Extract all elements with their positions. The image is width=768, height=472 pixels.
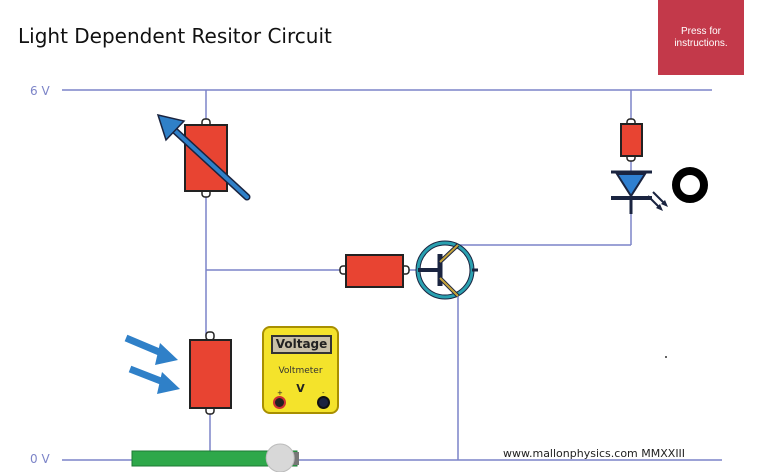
stray-dot [665,356,667,358]
positive-sign: + [277,389,283,397]
voltmeter[interactable]: Voltage Voltmeter V + - [262,326,339,414]
ldr-icon[interactable] [189,331,232,415]
light-arrows-icon [124,334,180,394]
rail-label-0v: 0 V [30,452,50,466]
instructions-button[interactable]: Press for instructions. [658,0,744,75]
voltmeter-display: Voltage [271,335,332,354]
negative-terminal-icon[interactable] [317,396,330,409]
negative-sign: - [322,389,325,397]
slider-end-cap [292,452,299,465]
lamp-ring-icon[interactable] [672,167,708,203]
rail-label-6v: 6 V [30,84,50,98]
light-slider[interactable] [131,443,299,472]
credit-text: www.mallonphysics.com MMXXIII [503,447,686,460]
slider-knob-icon[interactable] [265,443,295,472]
variable-resistor-icon[interactable] [156,113,251,201]
positive-terminal-icon[interactable] [273,396,286,409]
voltmeter-name: Voltmeter [278,366,323,376]
voltmeter-unit: V [296,382,305,395]
transistor-icon[interactable] [415,240,478,300]
page-title: Light Dependent Resitor Circuit [18,24,332,48]
instructions-button-label: Press for instructions. [674,25,728,49]
base-resistor-icon[interactable] [339,254,410,288]
led-icon[interactable] [611,170,668,214]
led-resistor-icon[interactable] [620,118,643,162]
